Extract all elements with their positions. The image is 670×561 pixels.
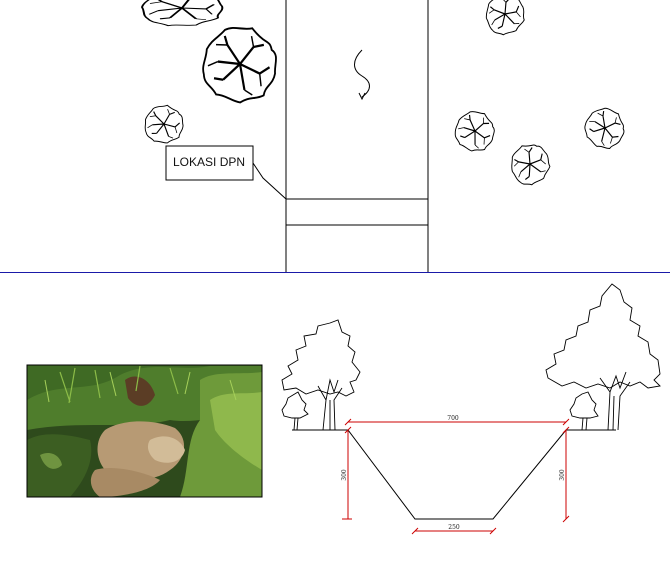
callout-label: LOKASI DPN	[173, 155, 245, 169]
tree-plan-icon	[577, 99, 633, 157]
tree-plan-icon	[481, 0, 529, 39]
tree-plan-icon	[140, 0, 224, 27]
flow-arrow-icon	[358, 92, 366, 101]
dimension-lines	[342, 418, 570, 535]
plan-view: LOKASI DPN	[140, 0, 633, 272]
tree-elevation-icon	[545, 283, 661, 431]
dim-bottom-width: 250	[448, 524, 460, 531]
site-photo	[26, 364, 263, 498]
tree-plan-icon	[448, 103, 502, 159]
dim-top-width: 700	[447, 415, 459, 422]
channel-profile	[292, 429, 616, 520]
dim-right-height: 300	[559, 469, 566, 481]
flow-direction-icon	[354, 49, 370, 98]
tree-plan-icon	[192, 14, 288, 114]
tree-elevation-icon	[281, 319, 361, 431]
callout-leader	[252, 162, 287, 200]
cross-section: 700 250 300 300	[281, 283, 661, 535]
dim-left-height: 300	[341, 469, 348, 481]
tree-plan-icon	[141, 101, 187, 147]
tree-plan-icon	[504, 136, 556, 191]
callout-box	[165, 145, 254, 181]
